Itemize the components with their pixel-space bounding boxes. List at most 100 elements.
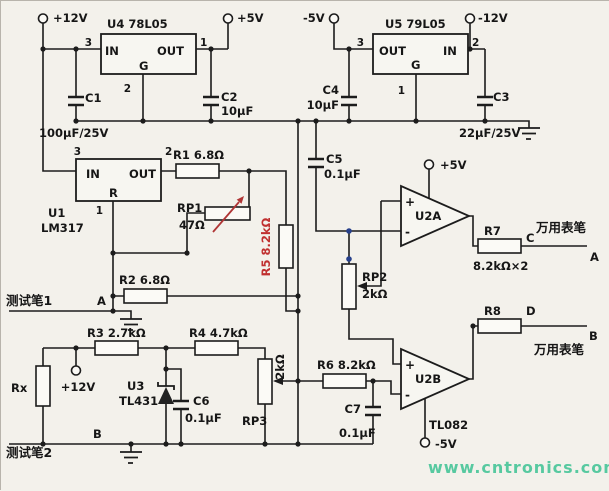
- node-d-label: D: [526, 304, 536, 318]
- terminals: [37, 13, 476, 448]
- capacitor-plates: [68, 95, 493, 417]
- r5-body: [278, 224, 294, 269]
- u1-part: LM317: [41, 221, 84, 235]
- u5-pin-in-num: 2: [472, 37, 479, 49]
- rp3-value: 2kΩ: [273, 354, 287, 380]
- multimeter-pen-bottom-label: 万用表笔: [533, 342, 585, 357]
- c5-ref: C5: [326, 152, 342, 166]
- r2-body: [123, 288, 168, 304]
- r3-label: R3 2.7kΩ: [87, 326, 146, 340]
- resistor-bodies: [35, 163, 522, 407]
- rp2-body: [341, 263, 357, 310]
- u4-in-label: IN: [105, 44, 119, 58]
- opamp-n5v-label: -5V: [435, 437, 457, 451]
- n12v-top-label: -12V: [478, 11, 508, 25]
- u5-in-label: IN: [443, 44, 457, 58]
- r1-body: [175, 163, 220, 179]
- node-a-left-label: A: [97, 294, 106, 308]
- rp2-value: 2kΩ: [362, 287, 388, 301]
- u5-pin-out-num: 3: [357, 37, 364, 49]
- terminal-bridge-p12v: [70, 365, 82, 376]
- terminal-b-right-label: B: [589, 329, 598, 343]
- r5-label: R5 8.2kΩ: [259, 217, 273, 276]
- u4-pin-g-num: 2: [124, 83, 131, 95]
- p5v-top-label: +5V: [237, 11, 264, 25]
- terminal-n12v: [464, 13, 476, 24]
- u3-ref: U3: [127, 379, 144, 393]
- u3-part: TL431: [119, 394, 158, 408]
- ic-bodies: [75, 33, 469, 202]
- u2a-minus-sign: -: [405, 225, 410, 239]
- c7-value: 0.1µF: [339, 426, 376, 440]
- rp1-body: [204, 206, 251, 221]
- r7-ref: R7: [484, 224, 501, 238]
- u5-title: U5 79L05: [385, 17, 446, 31]
- rp2-ref: RP2: [362, 270, 387, 284]
- ground-symbols: [120, 127, 540, 464]
- c1-ref: C1: [85, 91, 101, 105]
- u1-in-label: IN: [86, 167, 100, 181]
- node-b-left-label: B: [93, 427, 102, 441]
- rx-label: Rx: [11, 381, 28, 395]
- r4-label: R4 4.7kΩ: [189, 326, 248, 340]
- r6-body: [322, 373, 367, 389]
- u2b-plus-sign: +: [405, 358, 415, 372]
- u4-pin-out-num: 1: [200, 37, 207, 49]
- rp3-body: [257, 358, 273, 405]
- u5-out-label: OUT: [379, 44, 406, 58]
- r4-body: [194, 340, 239, 356]
- u1-pin-in-num: 3: [74, 146, 81, 158]
- watermark-text: www.cntronics.com: [428, 458, 609, 477]
- junction-dots: [40, 46, 488, 447]
- rp3-ref: RP3: [242, 414, 267, 428]
- rp1-value: 47Ω: [179, 218, 205, 232]
- labels: +12V +5V -5V -12V U4 78L05 3 1 2 IN OUT …: [6, 11, 609, 477]
- r3-body: [94, 340, 139, 356]
- rp1-ref: RP1: [177, 201, 202, 215]
- c3-ref: C3: [493, 90, 509, 104]
- u2a-ref: U2A: [415, 209, 441, 223]
- u2b-minus-sign: -: [405, 388, 410, 402]
- u1-body: [75, 158, 162, 202]
- r7-value: 8.2kΩ×2: [473, 259, 528, 273]
- r7-body: [477, 238, 522, 254]
- u2b-ref: U2B: [415, 372, 441, 386]
- u5-pin-g-num: 1: [398, 85, 405, 97]
- test-pen-2-label: 测试笔2: [6, 445, 52, 460]
- u1-out-label: OUT: [129, 167, 156, 181]
- terminal-p5v: [222, 13, 234, 24]
- u4-body: [100, 33, 197, 75]
- c1-value: 100µF/25V: [39, 126, 109, 140]
- terminal-a-right-label: A: [590, 250, 599, 264]
- u1-ref: U1: [48, 206, 65, 220]
- u2a-plus-sign: +: [405, 195, 415, 209]
- rp3-wiper-arrow-icon: [273, 377, 283, 385]
- p12v-bridge-label: +12V: [61, 380, 96, 394]
- terminal-opamp-p5v: [423, 159, 435, 170]
- r2-label: R2 6.8Ω: [119, 273, 170, 287]
- u1-r-label: R: [109, 186, 118, 200]
- node-c-label: C: [526, 231, 534, 245]
- u5-body: [372, 33, 469, 75]
- multimeter-pen-top-label: 万用表笔: [535, 220, 587, 235]
- u4-title: U4 78L05: [107, 17, 168, 31]
- u4-g-label: G: [139, 59, 148, 73]
- opamp-bodies: [400, 184, 472, 411]
- u4-pin-in-num: 3: [85, 37, 92, 49]
- test-pen-1-label: 测试笔1: [6, 293, 52, 308]
- r1-label: R1 6.8Ω: [173, 148, 224, 162]
- opamp-p5v-label: +5V: [440, 158, 467, 172]
- rx-body: [35, 365, 51, 407]
- r8-body: [477, 318, 522, 334]
- u5-g-label: G: [411, 58, 420, 72]
- r6-label: R6 8.2kΩ: [317, 358, 376, 372]
- c3-value: 22µF/25V: [459, 126, 521, 140]
- terminal-p12v: [37, 13, 49, 24]
- u4-out-label: OUT: [157, 44, 184, 58]
- n5v-top-label: -5V: [303, 11, 325, 25]
- p12v-top-label: +12V: [53, 11, 88, 25]
- u1-pin-r-num: 1: [96, 205, 103, 217]
- u2a-body: [400, 184, 472, 248]
